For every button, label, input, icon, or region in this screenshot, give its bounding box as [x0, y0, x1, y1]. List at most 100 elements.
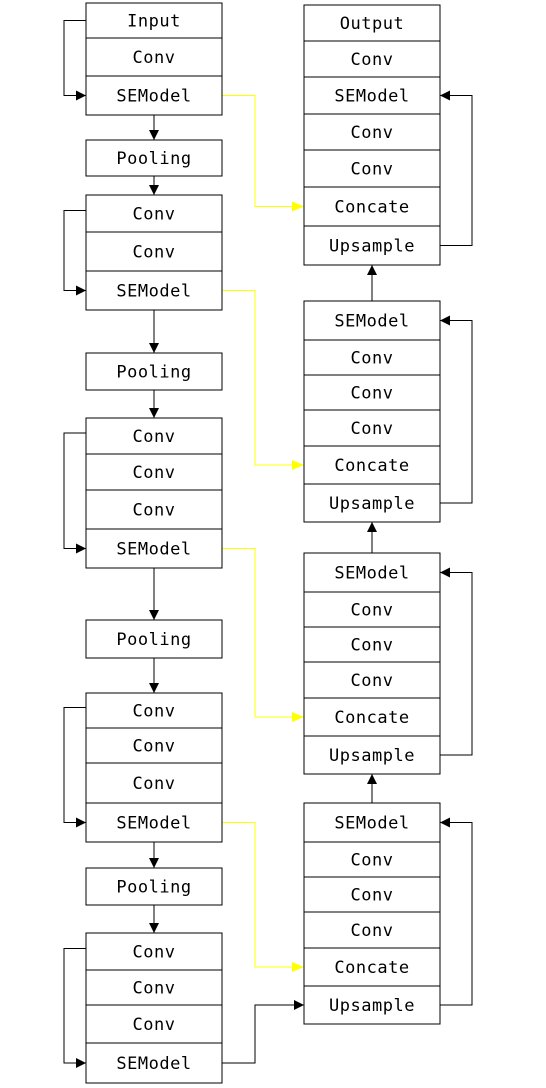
encoder-stage-0-input-block-0: Input [85, 2, 223, 39]
decoder-stage-0-concate-block-5-rect [303, 186, 441, 227]
decoder-stage-1-concate-block-4-label: Concate [334, 456, 409, 476]
decoder-stage-0-semodel-block-2: SEModel [303, 76, 441, 115]
decoder-stage-0-semodel-block-2-rect [303, 76, 441, 115]
encoder-stage-4-conv-block-2: Conv [85, 489, 223, 530]
decoder-stage-0-conv-block-4: Conv [303, 149, 441, 188]
decoder-stage-0-upsample-block-6-rect [303, 225, 441, 266]
encoder-stage-2-conv-block-0-label: Conv [133, 205, 176, 225]
encoder-stage-5-pooling-block-0-rect [85, 619, 223, 659]
decoder-stage-1-concate-block-4: Concate [303, 445, 441, 485]
decoder-stage-0-output-block-0: Output [303, 4, 441, 42]
decoder-stage-2-concate-block-4-label: Concate [334, 708, 409, 728]
encoder-stage-0-semodel-block-2: SEModel [85, 75, 223, 116]
encoder-stage-5-pooling-block-0: Pooling [85, 619, 223, 659]
encoder-stage-0-semodel-block-2-label: SEModel [116, 87, 191, 107]
decoder-stage-2-upsample-block-5-label: Upsample [329, 746, 415, 766]
decoder-stage-3-conv-block-2-rect [303, 876, 441, 913]
encoder-stage-8-conv-block-0-rect [85, 932, 223, 971]
encoder-stage-6-conv-block-1-label: Conv [133, 737, 176, 757]
decoder-stage-2-conv-block-2-rect [303, 626, 441, 663]
encoder-stage-4-semodel-block-3-rect [85, 528, 223, 569]
decoder-stage-0-conv-block-3-rect [303, 113, 441, 151]
encoder-stage-6-conv-block-2-label: Conv [133, 774, 176, 794]
decoder-stage-1-conv-block-3-label: Conv [351, 419, 394, 439]
decoder-stage-0-semodel-block-2-label: SEModel [334, 87, 409, 107]
encoder-stage-6-conv-block-2: Conv [85, 762, 223, 804]
encoder-stage-1-pooling-block-0-label: Pooling [116, 149, 191, 169]
decoder-stage-1-semodel-block-0-label: SEModel [334, 312, 409, 332]
encoder-stage-6-conv-block-2-rect [85, 762, 223, 804]
decoder-stage-2-semodel-block-0: SEModel [303, 552, 441, 593]
encoder-residual-arrow-4 [63, 432, 86, 554]
decoder-stage-2-semodel-block-0-label: SEModel [334, 564, 409, 584]
encoder-stage-6-conv-block-0-rect [85, 692, 223, 729]
decoder-stage-0-upsample-block-6: Upsample [303, 225, 441, 266]
encoder-stage-2-conv-block-1-label: Conv [133, 243, 176, 263]
decoder-stage-1-upsample-block-5: Upsample [303, 483, 441, 523]
decoder-stage-2-upsample-block-5: Upsample [303, 735, 441, 775]
decoder-stage-2-conv-block-1: Conv [303, 591, 441, 628]
encoder-residual-arrow-2 [63, 210, 86, 296]
encoder-stage-0-conv-block-1-label: Conv [133, 48, 176, 68]
encoder-stage-4-conv-block-1-rect [85, 453, 223, 491]
encoder-stage-2-conv-block-1-rect [85, 231, 223, 272]
decoder-stage-0-conv-block-4-label: Conv [351, 160, 394, 180]
decoder-stage-3-conv-block-3: Conv [303, 911, 441, 949]
encoder-stage-3-pooling-block-0-label: Pooling [116, 363, 191, 383]
encoder-stage-6-conv-block-0-label: Conv [133, 702, 176, 722]
decoder-stage-1-conv-block-1: Conv [303, 339, 441, 376]
decoder-stage-1-conv-block-3-rect [303, 409, 441, 447]
decoder-stage-1-conv-block-2: Conv [303, 374, 441, 411]
decoder-stage-2-conv-block-3: Conv [303, 661, 441, 699]
decoder-stage-1-upsample-block-5-rect [303, 483, 441, 523]
encoder-stage-4-conv-block-2-label: Conv [133, 501, 176, 521]
encoder-stage-8-conv-block-0: Conv [85, 932, 223, 971]
encoder-stage-0-input-block-0-rect [85, 2, 223, 39]
decoder-stage-3-conv-block-1-label: Conv [351, 851, 394, 871]
decoder-stage-2-conv-block-1-label: Conv [351, 601, 394, 621]
encoder-residual-arrow-6 [63, 707, 86, 828]
decoder-stage-2-concate-block-4-rect [303, 697, 441, 737]
decoder-residual-arrow-2 [440, 567, 473, 756]
encoder-stage-8-conv-block-0-label: Conv [133, 943, 176, 963]
decoder-stage-3-upsample-block-5-rect [303, 985, 441, 1025]
skip-connection-line-1 [222, 290, 292, 466]
decoder-stage-3-conv-block-1: Conv [303, 841, 441, 878]
encoder-stage-4-semodel-block-3: SEModel [85, 528, 223, 569]
decoder-stage-1-conv-block-1-label: Conv [351, 349, 394, 369]
decoder-stage-2-concate-block-4: Concate [303, 697, 441, 737]
decoder-stage-3-upsample-block-5: Upsample [303, 985, 441, 1025]
skip-connection-arrowhead-0 [292, 201, 304, 212]
encoder-stage-4-conv-block-0-label: Conv [133, 427, 176, 447]
decoder-stage-1-semodel-block-0-rect [303, 300, 441, 341]
decoder-stage-0-output-block-0-rect [303, 4, 441, 42]
decoder-stage-3-concate-block-4: Concate [303, 947, 441, 987]
decoder-stage-0-conv-block-1-rect [303, 40, 441, 78]
encoder-stage-6-conv-block-0: Conv [85, 692, 223, 729]
decoder-stage-3-semodel-block-0-label: SEModel [334, 814, 409, 834]
skip-connection-arrowhead-2 [292, 712, 304, 722]
decoder-stage-2-conv-block-3-rect [303, 661, 441, 699]
decoder-stage-0-conv-block-1-label: Conv [351, 50, 394, 70]
decoder-stage-3-conv-block-1-rect [303, 841, 441, 878]
skip-connection-line-0 [222, 95, 292, 207]
encoder-stage-7-pooling-block-0-rect [85, 867, 223, 906]
decoder-stage-0-concate-block-5-label: Concate [334, 198, 409, 218]
encoder-stage-6-semodel-block-3: SEModel [85, 802, 223, 843]
decoder-residual-arrow-0 [440, 90, 473, 246]
decoder-stage-3-conv-block-2: Conv [303, 876, 441, 913]
encoder-stage-4-conv-block-0: Conv [85, 417, 223, 455]
encoder-stage-3-pooling-block-0-rect [85, 352, 223, 391]
encoder-stage-6-semodel-block-3-rect [85, 802, 223, 843]
encoder-stage-4-conv-block-1-label: Conv [133, 463, 176, 483]
decoder-stage-2-conv-block-2-label: Conv [351, 636, 394, 656]
encoder-residual-arrow-0 [63, 20, 86, 101]
decoder-stage-2-semodel-block-0-rect [303, 552, 441, 593]
skip-connection-line-3 [222, 822, 292, 968]
decoder-stage-1-concate-block-4-rect [303, 445, 441, 485]
encoder-stage-2-semodel-block-2: SEModel [85, 270, 223, 311]
encoder-stage-7-pooling-block-0-label: Pooling [116, 878, 191, 898]
skip-connection-arrowhead-3 [292, 962, 304, 972]
